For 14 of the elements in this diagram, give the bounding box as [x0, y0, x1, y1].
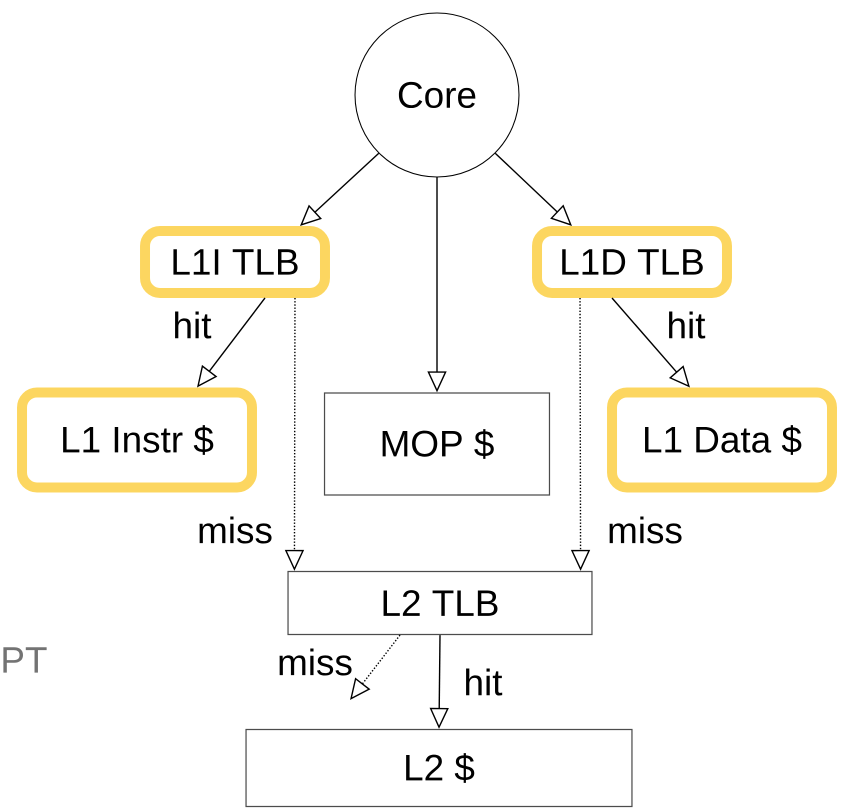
cache-box: L2 $	[245, 728, 633, 808]
edge-label: miss	[605, 514, 685, 546]
highlighted-box: L1I TLB	[140, 226, 330, 298]
edge-label: hit	[462, 666, 504, 698]
edge-label: hit	[170, 310, 214, 340]
cache-box: L2 TLB	[287, 570, 593, 636]
edge-label: miss	[275, 646, 355, 678]
side-label: PT	[3, 647, 47, 673]
edge-label: miss	[195, 514, 275, 546]
highlighted-box: L1 Data $	[607, 388, 837, 492]
cache-box: MOP $	[324, 392, 550, 496]
highlighted-box: L1D TLB	[532, 226, 732, 298]
highlighted-box: L1 Instr $	[17, 388, 257, 492]
edge-label: hit	[664, 310, 708, 340]
